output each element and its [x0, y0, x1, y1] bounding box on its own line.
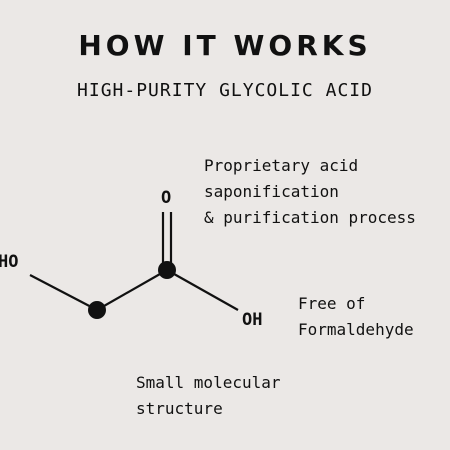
alpha-carbon-node: [88, 301, 106, 319]
molecular-note-line-2: structure: [136, 399, 223, 418]
formaldehyde-note-line-2: Formaldehyde: [298, 320, 414, 339]
carbonyl-oxygen-label: O: [161, 188, 171, 208]
process-note-line-2: saponification: [204, 182, 339, 201]
carboxyl-carbon-node: [158, 261, 176, 279]
formaldehyde-note-line-1: Free of: [298, 294, 366, 313]
bond-ho-carbon: [29, 274, 98, 311]
bond-carbon-carbon: [96, 269, 168, 311]
molecular-structure-note: Small molecular structure: [136, 370, 281, 422]
page-subtitle: HIGH-PURITY GLYCOLIC ACID: [77, 80, 373, 101]
bond-carbon-oh: [166, 269, 239, 311]
process-note: Proprietary acid saponification & purifi…: [204, 153, 416, 231]
process-note-line-1: Proprietary acid: [204, 156, 359, 175]
page-title: HOW IT WORKS: [78, 29, 372, 62]
hydroxyl-left-label: HO: [0, 252, 18, 272]
process-note-line-3: & purification process: [204, 208, 416, 227]
hydroxyl-right-label: OH: [242, 310, 262, 330]
formaldehyde-note: Free of Formaldehyde: [298, 291, 414, 343]
molecular-note-line-1: Small molecular: [136, 373, 281, 392]
